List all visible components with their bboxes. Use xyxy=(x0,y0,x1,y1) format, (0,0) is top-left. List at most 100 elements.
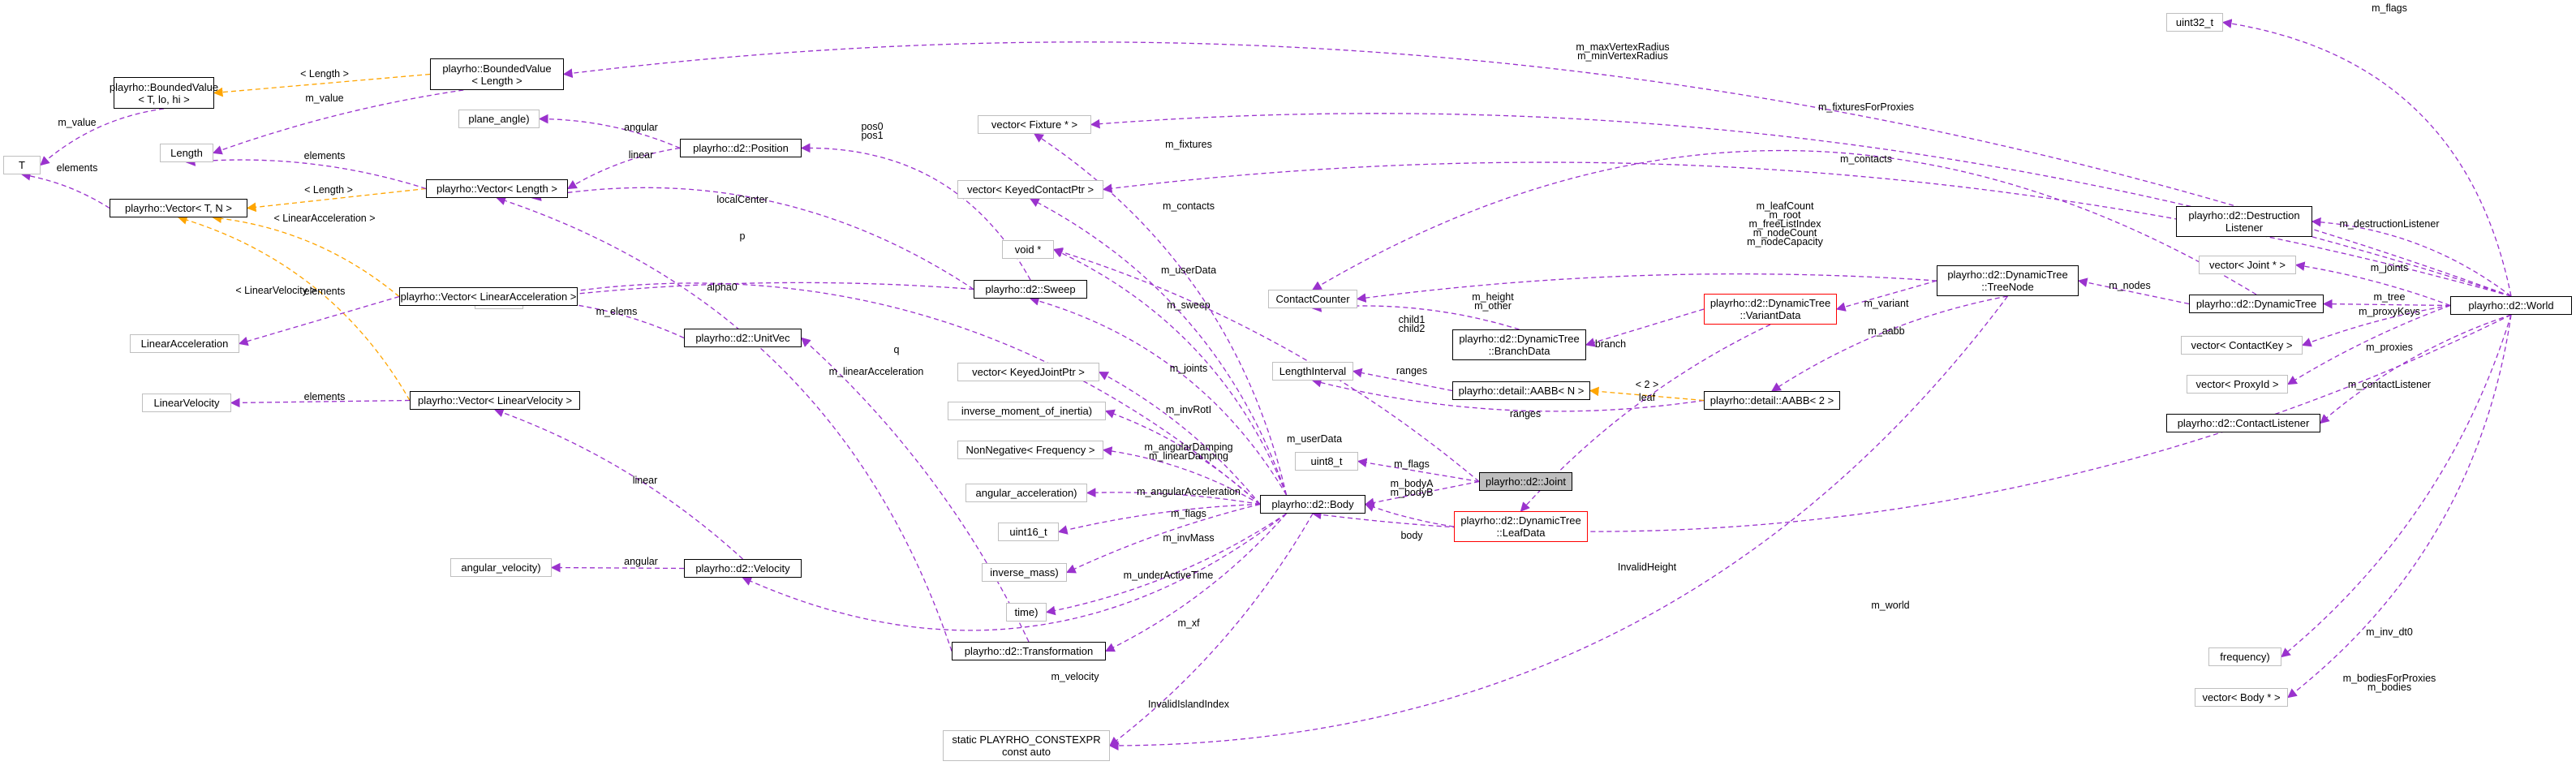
uint8-node[interactable]: uint8_t xyxy=(1295,452,1358,471)
position-node[interactable]: playrho::d2::Position xyxy=(680,139,802,157)
uint16-node[interactable]: uint16_t xyxy=(998,523,1059,541)
uint32-node[interactable]: uint32_t xyxy=(2166,13,2223,32)
tree-node-node[interactable]: playrho::d2::DynamicTree::TreeNode xyxy=(1937,265,2079,296)
length-interval-node[interactable]: LengthInterval xyxy=(1272,362,1353,381)
edge-label-m-linear-damping: m_linearDamping xyxy=(1149,450,1228,462)
edge-label-m-angular-acceleration: m_angularAcceleration xyxy=(1137,486,1241,497)
edge-label-m-inv-dt0: m_inv_dt0 xyxy=(2366,626,2413,638)
edge-dynamic-tree-to-contact-counter xyxy=(1311,149,2257,295)
aabb-2-node[interactable]: playrho::detail::AABB< 2 > xyxy=(1704,391,1840,410)
edge-world-to-destruction-listener xyxy=(2311,217,2512,297)
edge-vec-lin-accel-to-vec-TN xyxy=(212,213,400,298)
node-label: ::LeafData xyxy=(1496,527,1546,539)
edge-variant-data-to-branch-data xyxy=(1585,308,1705,347)
edge-leaf-data-to-body xyxy=(1364,502,1455,527)
branch-data-node[interactable]: playrho::d2::DynamicTree::BranchData xyxy=(1452,329,1586,360)
edge-velocity-to-ang-vel xyxy=(550,562,685,573)
vec-body-node[interactable]: vector< Body * > xyxy=(2195,688,2288,707)
transformation-node[interactable]: playrho::d2::Transformation xyxy=(952,642,1106,660)
vec-len-node[interactable]: playrho::Vector< Length > xyxy=(426,179,568,198)
edge-body-to-vec-kjp xyxy=(1098,371,1261,505)
node-label: Length xyxy=(170,147,203,159)
node-label: playrho::d2::World xyxy=(2468,299,2554,312)
nonneg-freq-node[interactable]: NonNegative< Frequency > xyxy=(957,441,1103,459)
contact-counter-node[interactable]: ContactCounter xyxy=(1268,290,1357,308)
node-label: playrho::d2::DynamicTree xyxy=(1709,297,1831,309)
velocity-node[interactable]: playrho::d2::Velocity xyxy=(684,559,802,578)
edge-label-m-tree: m_tree xyxy=(2374,291,2406,303)
edge-label-m-joints-world: m_joints xyxy=(2371,262,2409,273)
node-label: playrho::d2::Sweep xyxy=(985,283,1076,295)
edge-label-m-flags-body: m_flags xyxy=(1171,508,1206,519)
edge-label-m-node-capacity: m_nodeCapacity xyxy=(1747,236,1824,247)
void-ptr-node[interactable]: void * xyxy=(1002,240,1054,259)
edge-label-alpha0: alpha0 xyxy=(707,282,738,293)
vec-proxy-id-node[interactable]: vector< ProxyId > xyxy=(2187,375,2288,394)
node-label: angular_acceleration) xyxy=(975,487,1077,499)
contact-listener-node[interactable]: playrho::d2::ContactListener xyxy=(2166,414,2320,432)
time-node[interactable]: time) xyxy=(1006,603,1047,622)
edge-world-to-vec-contact-key xyxy=(2301,304,2451,347)
vec-contact-key-node[interactable]: vector< ContactKey > xyxy=(2181,336,2303,355)
vec-fixture-node[interactable]: vector< Fixture * > xyxy=(978,115,1091,134)
world-node[interactable]: playrho::d2::World xyxy=(2450,296,2572,315)
unitvec-node[interactable]: playrho::d2::UnitVec xyxy=(684,329,802,347)
node-label: playrho::BoundedValue xyxy=(109,80,219,93)
leaf-data-node[interactable]: playrho::d2::DynamicTree::LeafData xyxy=(1454,511,1588,542)
T-node[interactable]: T xyxy=(3,156,41,174)
edge-aabb-N-to-length-interval xyxy=(1352,368,1453,392)
edge-world-to-contact-listener xyxy=(2320,314,2512,424)
node-label: playrho::Vector< LinearVelocity > xyxy=(417,394,573,407)
vec-kjp-node[interactable]: vector< KeyedJointPtr > xyxy=(957,363,1099,381)
lin-accel-node[interactable]: LinearAcceleration xyxy=(130,334,239,353)
edge-world-to-bv-len xyxy=(562,41,2512,297)
node-label: vector< Joint * > xyxy=(2209,259,2286,271)
edge-label-m-root: m_root xyxy=(1770,209,1801,221)
edge-label-m-inv-rot-i: m_invRotI xyxy=(1166,404,1211,415)
node-label: ContactCounter xyxy=(1275,293,1350,305)
edge-label-m-destruction-listener: m_destructionListener xyxy=(2340,218,2440,230)
vec-TN-node[interactable]: playrho::Vector< T, N > xyxy=(110,199,247,217)
edge-label-m-linear-acceleration: m_linearAcceleration xyxy=(829,366,924,377)
body-node[interactable]: playrho::d2::Body xyxy=(1260,495,1365,514)
edge-world-to-frequency xyxy=(2281,314,2512,658)
plane-angle-node[interactable]: plane_angle) xyxy=(458,110,540,128)
edge-label-m-inv-mass: m_invMass xyxy=(1163,532,1214,544)
edge-label-m-fixtures-for-proxies: m_fixturesForProxies xyxy=(1818,101,1914,113)
edge-body-to-nonneg-freq xyxy=(1102,446,1261,505)
variant-data-node[interactable]: playrho::d2::DynamicTree::VariantData xyxy=(1704,294,1837,325)
edge-position-to-plane-angle xyxy=(538,114,681,149)
lin-vel-node[interactable]: LinearVelocity xyxy=(142,394,231,412)
vec-lin-vel-node[interactable]: playrho::Vector< LinearVelocity > xyxy=(410,391,580,410)
vec-kcp-node[interactable]: vector< KeyedContactPtr > xyxy=(957,180,1103,199)
edge-label-m-user-data-body: m_userData xyxy=(1161,265,1216,276)
bv-T-node[interactable]: playrho::BoundedValue< T, lo, hi > xyxy=(110,77,218,109)
aabb-N-node[interactable]: playrho::detail::AABB< N > xyxy=(1452,381,1590,400)
sweep-node[interactable]: playrho::d2::Sweep xyxy=(974,280,1087,299)
frequency-node[interactable]: frequency) xyxy=(2208,647,2281,666)
node-label: vector< KeyedContactPtr > xyxy=(966,183,1094,196)
inv-mass-node[interactable]: inverse_mass) xyxy=(982,563,1067,582)
node-label: playrho::d2::DynamicTree xyxy=(2195,298,2317,310)
inv-moi-node[interactable]: inverse_moment_of_inertia) xyxy=(948,402,1106,420)
edge-position-to-vec-len xyxy=(566,147,681,190)
dynamic-tree-node[interactable]: playrho::d2::DynamicTree xyxy=(2189,295,2324,313)
edge-label-m-fixtures: m_fixtures xyxy=(1165,139,1212,150)
ang-accel-node[interactable]: angular_acceleration) xyxy=(965,484,1087,502)
edge-label-m-world: m_world xyxy=(1871,600,1909,611)
node-label: ::BranchData xyxy=(1488,345,1550,357)
edge-tree-node-to-variant-data xyxy=(1835,280,1937,312)
edge-label-lin-vel-tpl: < LinearVelocity > xyxy=(235,285,316,296)
ang-vel-node[interactable]: angular_velocity) xyxy=(450,558,552,577)
bv-len-node[interactable]: playrho::BoundedValue< Length > xyxy=(430,58,564,90)
vec-lin-accel-node[interactable]: playrho::Vector< LinearAcceleration > xyxy=(399,287,578,306)
length-node[interactable]: Length xyxy=(160,144,213,162)
edge-label-elements-T: elements xyxy=(57,162,98,174)
edge-label-m-bodies-for-proxies: m_bodiesForProxies xyxy=(2343,673,2436,684)
node-label: < Length > xyxy=(471,74,523,87)
vec-joint-node[interactable]: vector< Joint * > xyxy=(2199,256,2296,274)
edge-joint-to-uint8 xyxy=(1357,458,1480,483)
